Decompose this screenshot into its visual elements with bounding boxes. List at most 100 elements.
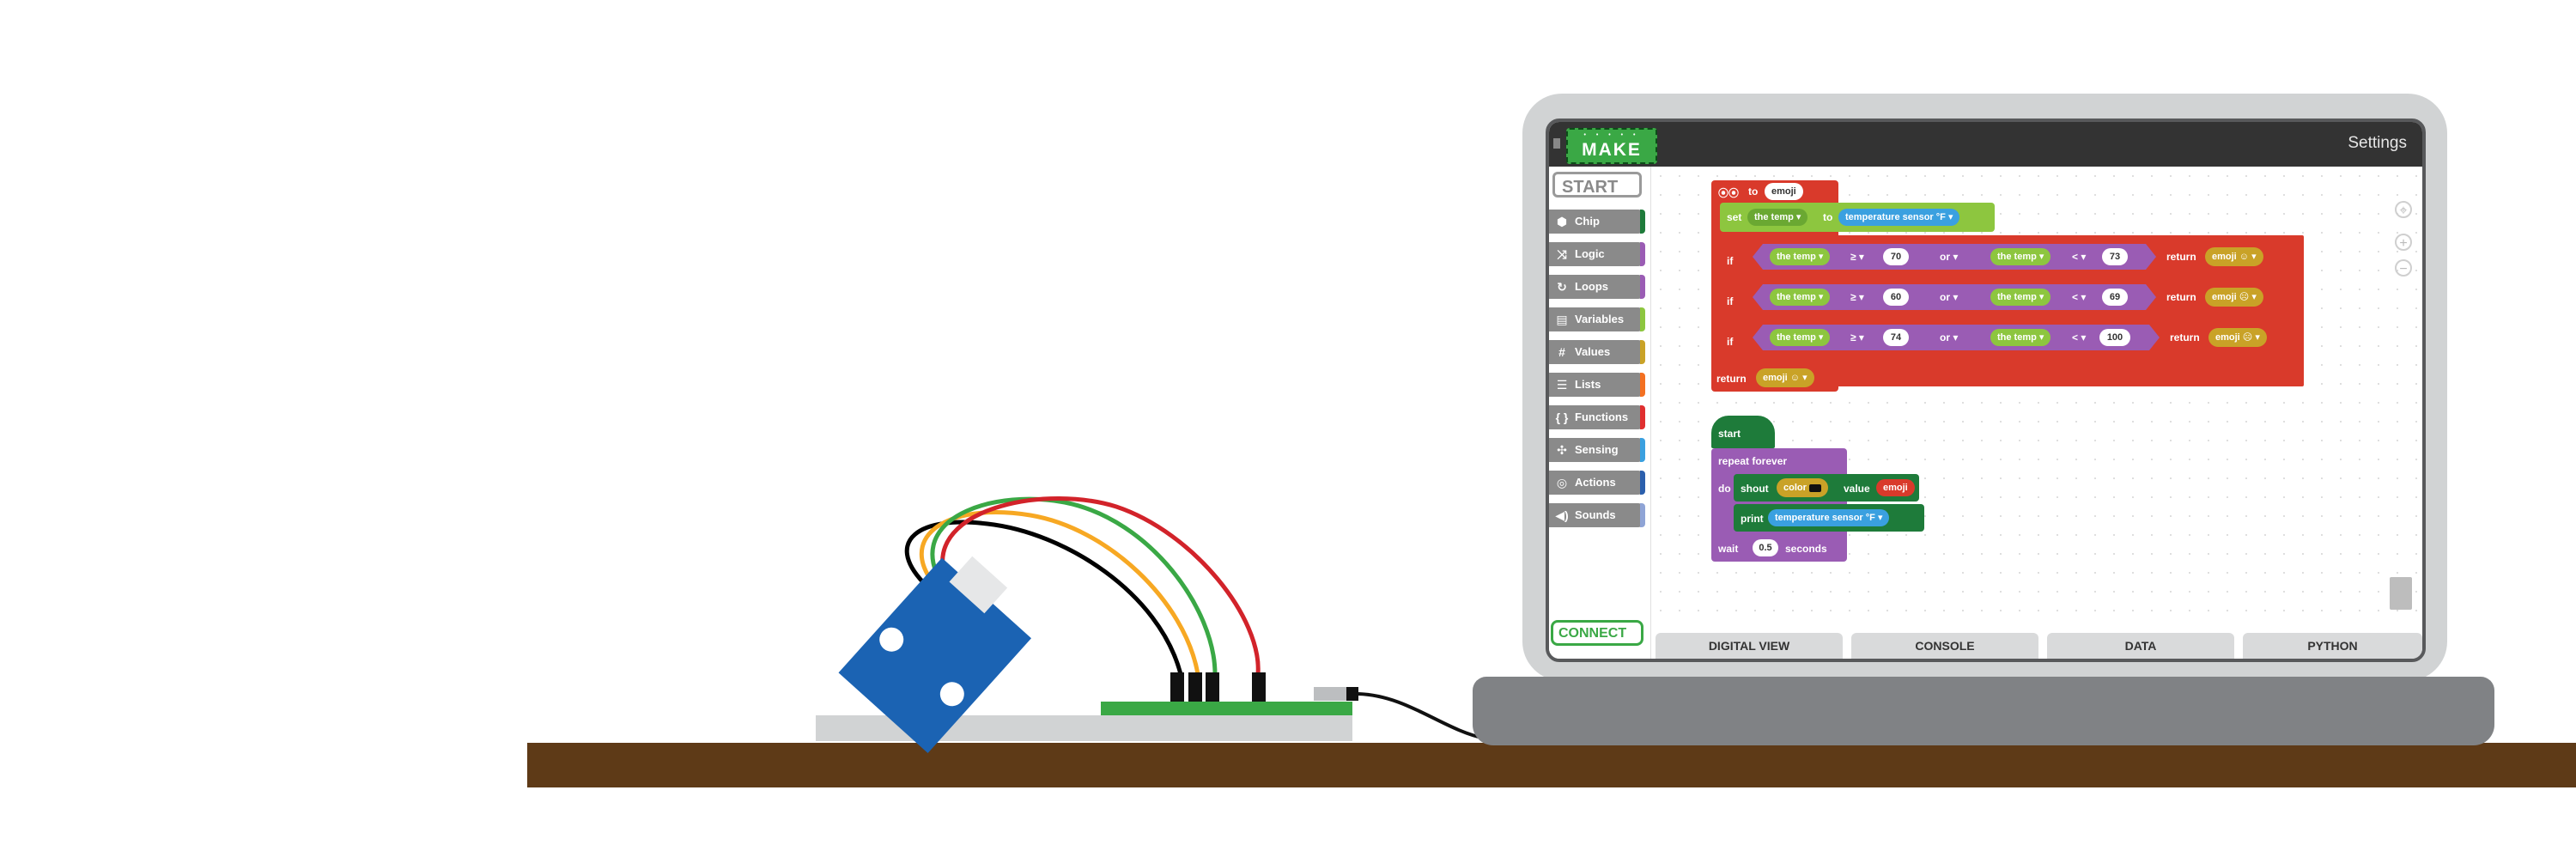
braces-icon: { } — [1555, 410, 1569, 424]
back-arrow-icon[interactable] — [1553, 138, 1560, 149]
variable-dropdown[interactable]: the temp ▾ — [1990, 329, 2051, 346]
start-button[interactable]: START — [1552, 172, 1642, 198]
tab-python[interactable]: PYTHON — [2243, 633, 2422, 659]
sidebar-item-sounds[interactable]: ◀) Sounds — [1549, 503, 1645, 527]
comparison-operator-dropdown[interactable]: ≥ ▾ — [1850, 331, 1864, 343]
variable-name: the temp — [1754, 212, 1794, 222]
logo-text: MAKE — [1582, 140, 1642, 160]
number-field[interactable]: 74 — [1883, 329, 1909, 346]
variable-dropdown[interactable]: the temp ▾ — [1747, 209, 1808, 226]
emoji-block[interactable]: emoji ☺ ▾ — [2205, 247, 2263, 266]
temperature-sensor-block[interactable]: temperature sensor °F ▾ — [1768, 509, 1890, 526]
comparison-operator-dropdown[interactable]: < ▾ — [2072, 291, 2087, 303]
logic-operator-dropdown[interactable]: or ▾ — [1940, 291, 1959, 303]
emoji-function-call[interactable]: emoji — [1876, 479, 1915, 496]
usb-connector — [1346, 687, 1358, 701]
temperature-sensor-block[interactable]: temperature sensor °F ▾ — [1838, 209, 1960, 226]
variable-dropdown[interactable]: the temp ▾ — [1770, 248, 1831, 265]
zoom-in-icon[interactable]: + — [2395, 234, 2412, 251]
sidebar-item-values[interactable]: # Values — [1549, 340, 1645, 364]
app-header: • • • • • MAKE Settings — [1549, 122, 2422, 167]
zoom-out-icon[interactable]: − — [2395, 259, 2412, 277]
category-color-edge — [1640, 307, 1645, 331]
tab-digital-view[interactable]: DIGITAL VIEW — [1656, 633, 1843, 659]
sidebar-item-variables[interactable]: ▤ Variables — [1549, 307, 1645, 331]
hash-icon: # — [1558, 345, 1565, 359]
sidebar-item-actions[interactable]: ◎ Actions — [1549, 471, 1645, 495]
emoji-face-icon: ☺ — [1789, 373, 1801, 383]
header-pin — [1170, 672, 1184, 702]
return-label: return — [1716, 373, 1747, 385]
desk — [527, 743, 2576, 787]
category-color-edge — [1640, 210, 1645, 234]
variable-dropdown[interactable]: the temp ▾ — [1770, 289, 1831, 306]
variable-name: the temp — [1777, 332, 1816, 343]
comparison-operator-dropdown[interactable]: ≥ ▾ — [1850, 291, 1864, 303]
variable-dropdown[interactable]: the temp ▾ — [1990, 289, 2051, 306]
header-pin — [1188, 672, 1202, 702]
header-pin — [1252, 672, 1266, 702]
category-color-edge — [1640, 242, 1645, 266]
tab-console[interactable]: CONSOLE — [1851, 633, 2038, 659]
sidebar-item-label: Values — [1575, 345, 1611, 358]
category-color-edge — [1640, 438, 1645, 462]
sidebar-item-logic[interactable]: ⤨ Logic — [1549, 242, 1645, 266]
return-label: return — [2166, 291, 2196, 303]
number-field[interactable]: 100 — [2099, 329, 2130, 346]
comparison-operator-dropdown[interactable]: < ▾ — [2072, 331, 2087, 343]
sidebar-item-functions[interactable]: { } Functions — [1549, 405, 1645, 429]
if-label: if — [1727, 255, 1734, 267]
blocks-workspace[interactable]: ⦿⦿ to emoji set the temp ▾ to temperatur… — [1651, 167, 2422, 614]
piper-make-logo[interactable]: • • • • • MAKE — [1566, 128, 1657, 164]
category-color-edge — [1640, 340, 1645, 364]
category-color-edge — [1640, 471, 1645, 495]
color-swatch[interactable] — [1808, 483, 1821, 492]
unit-dropdown[interactable]: °F — [1865, 513, 1875, 523]
number-field[interactable]: 60 — [1883, 289, 1909, 306]
settings-link[interactable]: Settings — [2348, 134, 2407, 152]
function-name-field[interactable]: emoji — [1765, 183, 1803, 200]
return-label: return — [2166, 251, 2196, 263]
loop-icon: ↻ — [1557, 280, 1567, 294]
sidebar-item-lists[interactable]: ☰ Lists — [1549, 373, 1645, 397]
comparison-operator-dropdown[interactable]: < ▾ — [2072, 251, 2087, 263]
speaker-icon: ◀) — [1555, 508, 1569, 522]
start-label: start — [1718, 428, 1741, 440]
category-color-edge — [1640, 503, 1645, 527]
number-field[interactable]: 69 — [2102, 289, 2128, 306]
value-label: value — [1844, 483, 1870, 495]
number-field[interactable]: 73 — [2102, 248, 2128, 265]
emoji-block[interactable]: emoji ☺ ▾ — [1756, 368, 1814, 387]
sidebar-item-chip[interactable]: ⬢ Chip — [1549, 210, 1645, 234]
recenter-icon[interactable]: ⌖ — [2395, 201, 2412, 218]
number-field[interactable]: 70 — [1883, 248, 1909, 265]
black-wire — [904, 520, 1183, 675]
emoji-block[interactable]: emoji ☹ ▾ — [2208, 328, 2267, 347]
sidebar-item-loops[interactable]: ↻ Loops — [1549, 275, 1645, 299]
header-pin — [1206, 672, 1219, 702]
function-settings-icon[interactable]: ⦿⦿ — [1718, 187, 1740, 199]
start-event-block[interactable] — [1711, 416, 1775, 448]
trash-icon[interactable] — [2390, 577, 2412, 610]
sidebar-item-label: Loops — [1575, 280, 1608, 293]
list-icon: ☰ — [1556, 378, 1568, 392]
emoji-face-icon: ☺ — [2239, 252, 2250, 262]
unit-dropdown[interactable]: °F — [1935, 212, 1946, 222]
tab-data[interactable]: DATA — [2047, 633, 2234, 659]
comparison-operator-dropdown[interactable]: ≥ ▾ — [1850, 251, 1864, 263]
emoji-block[interactable]: emoji ☹ ▾ — [2205, 288, 2263, 307]
sensor-name: temperature sensor — [1845, 212, 1934, 222]
sidebar-item-label: Actions — [1575, 476, 1616, 489]
connect-button[interactable]: CONNECT — [1551, 620, 1643, 646]
emoji-face-icon: ☹ — [2239, 292, 2250, 302]
color-block[interactable]: color — [1777, 478, 1828, 497]
logic-operator-dropdown[interactable]: or ▾ — [1940, 251, 1959, 263]
variable-dropdown[interactable]: the temp ▾ — [1990, 248, 2051, 265]
variable-name: the temp — [1997, 252, 2037, 262]
variable-dropdown[interactable]: the temp ▾ — [1770, 329, 1831, 346]
sidebar-item-sensing[interactable]: ✣ Sensing — [1549, 438, 1645, 462]
logic-operator-dropdown[interactable]: or ▾ — [1940, 331, 1959, 343]
function-to-label: to — [1748, 185, 1759, 198]
wait-seconds-field[interactable]: 0.5 — [1753, 539, 1778, 556]
usb-cable — [1358, 692, 1486, 740]
